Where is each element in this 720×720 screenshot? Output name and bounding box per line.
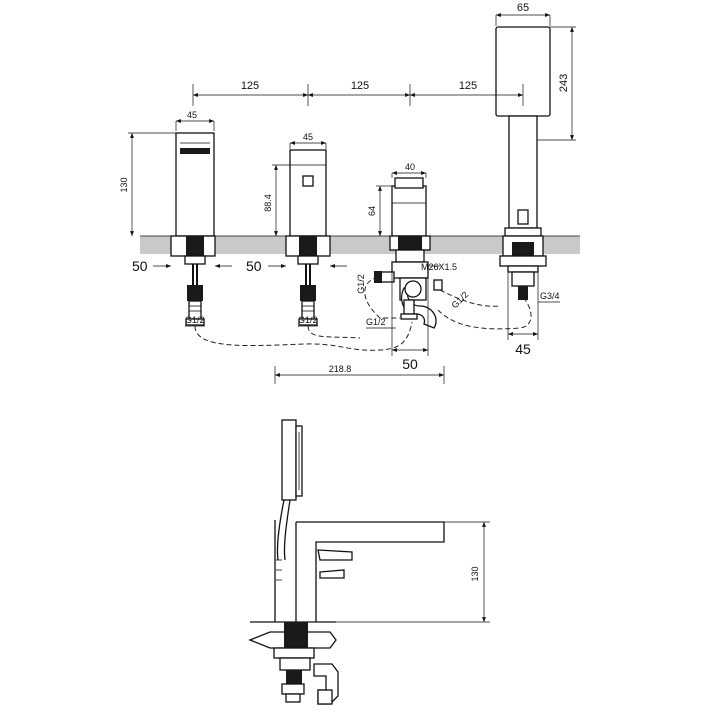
spacing-label-2: 125: [351, 80, 369, 92]
thread-mixer-label: G1/2: [298, 315, 318, 325]
thread-spout-label: G1/2: [185, 315, 205, 325]
front-view: 125 125 125 45 45 40 65 1: [119, 2, 580, 372]
side-height-dimension: 130: [336, 521, 490, 623]
side-depth-label: 218.8: [329, 364, 352, 374]
spacing-label-3: 125: [459, 80, 477, 92]
base-mixer-label: 50: [246, 258, 262, 274]
side-mounting-assembly: [248, 621, 339, 705]
height-mixer-label: 88.4: [263, 194, 273, 212]
thread-diverter-right-label: G1/2: [449, 289, 470, 310]
spacing-dimensions: 125 125 125: [192, 80, 524, 106]
side-depth-dimension: 218.8: [274, 364, 445, 384]
thread-diverter-bottom-label: G1/2: [366, 317, 386, 327]
width-handset-label: 65: [517, 2, 529, 14]
base-handset-label: 45: [515, 341, 531, 357]
height-diverter-label: 64: [367, 206, 377, 216]
hand-shower: [495, 26, 551, 300]
side-hand-shower: [276, 419, 303, 561]
width-dimensions: 45 45 40 65: [175, 2, 551, 178]
thread-callouts: G1/2 G1/2 G1/2 G1/2 G1/2 M26X1.5 G3/4: [185, 262, 560, 329]
side-height-label: 130: [470, 566, 480, 581]
base-spout-label: 50: [132, 258, 148, 274]
base-diverter-label: 50: [402, 356, 418, 372]
side-view: 218.8 130: [248, 364, 490, 705]
side-spout-profile: [274, 520, 445, 622]
width-spout-label: 45: [187, 110, 197, 120]
height-handset-label: 243: [558, 74, 570, 92]
thread-handset-label: G3/4: [540, 291, 560, 301]
diverter-body: [374, 177, 443, 329]
height-spout-label: 130: [119, 177, 129, 192]
width-diverter-label: 40: [405, 162, 415, 172]
connection-hoses: [194, 276, 532, 351]
thread-diverter-nut-label: M26X1.5: [421, 262, 457, 272]
height-dimensions: 130 88.4 64 243: [119, 26, 576, 236]
spacing-label-1: 125: [241, 80, 259, 92]
width-mixer-label: 45: [303, 132, 313, 142]
mixer-body: [285, 149, 331, 326]
thread-diverter-left-label: G1/2: [356, 274, 366, 294]
spout-body: [170, 132, 216, 326]
base-dimensions: 50 50 50 45: [132, 258, 539, 372]
